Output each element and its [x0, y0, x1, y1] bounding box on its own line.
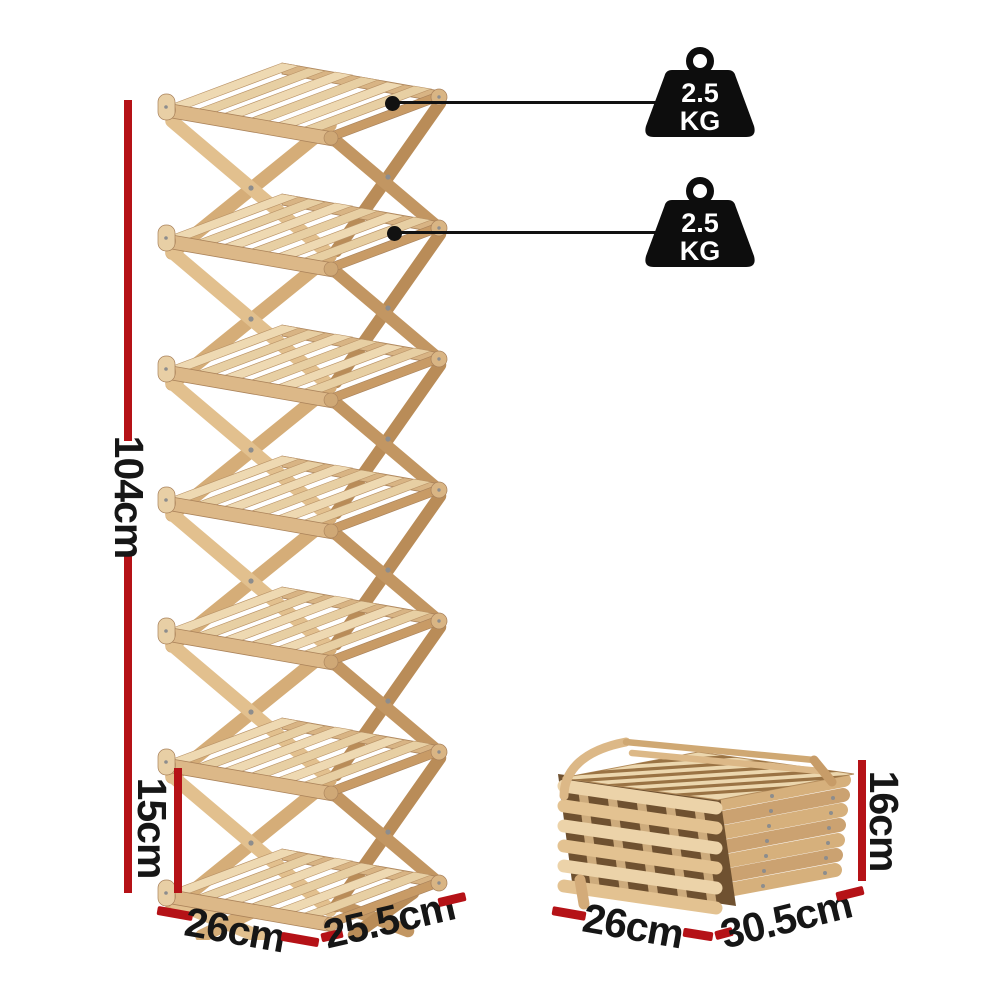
- weight-capacity-icon: 2.5 KG: [645, 177, 755, 267]
- weight-unit-label: KG: [680, 106, 721, 136]
- pointer-dot: [385, 96, 400, 111]
- height-dimension-line-top: [124, 100, 132, 441]
- dimension-dash: [682, 927, 714, 942]
- weight-value-label: 2.5: [681, 78, 719, 108]
- height-dimension-line-bottom: [124, 553, 132, 893]
- pointer-line: [394, 231, 659, 234]
- folded-handle-frame: [559, 737, 837, 801]
- folded-front-stack: [557, 774, 736, 915]
- weight-unit-label: KG: [680, 236, 721, 266]
- pointer-line: [393, 101, 659, 104]
- weight-value-label: 2.5: [681, 208, 719, 238]
- height-dimension-label: 104cm: [106, 435, 153, 559]
- folded-rack-illustration: [557, 737, 855, 915]
- folded-height-dimension-label: 16cm: [861, 770, 908, 872]
- folded-height-dimension-line: [858, 760, 866, 881]
- open-rack-illustration: [157, 62, 448, 940]
- weight-capacity-icon: 2.5 KG: [645, 47, 755, 137]
- tier-height-dimension-line: [174, 768, 182, 893]
- tier-height-dimension-label: 15cm: [129, 777, 176, 879]
- folded-foot: [574, 874, 590, 910]
